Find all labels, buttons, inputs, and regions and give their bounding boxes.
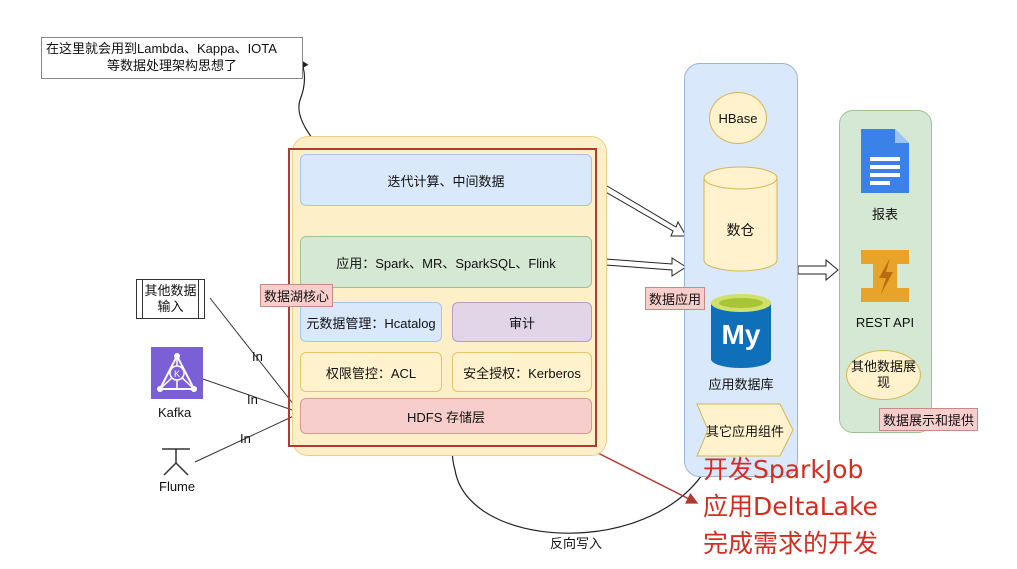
line-other-to-hdfs bbox=[209, 297, 299, 411]
other-display-line-1: 其他数据展 bbox=[850, 359, 916, 374]
hollow-arrow-to-show bbox=[797, 258, 839, 282]
report-label: 报表 bbox=[871, 206, 898, 222]
compute-engines-box: 应用：Spark、MR、SparkSQL、Flink bbox=[300, 236, 592, 288]
data-display-tag: 数据展示和提供 bbox=[879, 408, 979, 431]
handwritten-annotation: 开发SparkJob 应用DeltaLake 完成需求的开发 bbox=[703, 451, 878, 562]
other-component-shape bbox=[696, 402, 794, 458]
line-flume-to-hdfs bbox=[194, 413, 299, 463]
note-line-2: 等数据处理架构思想了 bbox=[106, 58, 237, 73]
in-label-other: In bbox=[252, 349, 263, 364]
writeback-label: 反向写入 bbox=[550, 536, 603, 551]
in-label-kafka: In bbox=[247, 392, 258, 407]
in-label-flume: In bbox=[240, 431, 251, 446]
app-database-label: 应用数据库 bbox=[708, 376, 774, 392]
report-doc-icon bbox=[861, 129, 909, 193]
data-application-tag: 数据应用 bbox=[645, 287, 706, 310]
other-input-line-1: 其他数据 bbox=[144, 283, 197, 298]
mysql-logo-text: My bbox=[721, 319, 761, 350]
metadata-management-box: 元数据管理：Hcatalog bbox=[300, 302, 442, 342]
hdfs-storage-box: HDFS 存储层 bbox=[300, 398, 592, 434]
other-input-source: 其他数据 输入 bbox=[136, 279, 205, 319]
other-input-line-2: 输入 bbox=[157, 299, 184, 314]
rest-api-label: REST API bbox=[855, 314, 915, 330]
warehouse-label: 数仓 bbox=[726, 222, 755, 238]
mysql-db-icon bbox=[711, 293, 771, 369]
architecture-note: 在这里就会用到Lambda、Kappa、IOTA 等数据处理架构思想了 bbox=[41, 37, 303, 79]
flume-label: Flume bbox=[159, 479, 196, 494]
annotation-line-1: 开发SparkJob bbox=[703, 455, 864, 484]
rest-api-icon bbox=[857, 248, 913, 304]
security-auth-box: 安全授权：Kerberos bbox=[452, 352, 592, 392]
note-line-1: 在这里就会用到Lambda、Kappa、IOTA bbox=[46, 41, 277, 56]
warehouse-cylinder bbox=[703, 166, 778, 272]
other-component-label: 其它应用组件 bbox=[705, 423, 784, 439]
audit-box: 审计 bbox=[452, 302, 592, 342]
annotation-line-2: 应用DeltaLake bbox=[703, 492, 878, 521]
red-annotation-arrow bbox=[591, 449, 699, 504]
other-display-node: 其他数据展 现 bbox=[846, 350, 921, 400]
access-control-box: 权限管控：ACL bbox=[300, 352, 442, 392]
kafka-label: Kafka bbox=[158, 405, 192, 420]
iteration-compute-box: 迭代计算、中间数据 bbox=[300, 154, 592, 206]
data-lake-core-tag: 数据湖核心 bbox=[260, 284, 334, 307]
annotation-line-3: 完成需求的开发 bbox=[703, 529, 879, 558]
flume-icon bbox=[160, 447, 192, 477]
line-kafka-to-hdfs bbox=[199, 377, 299, 413]
other-display-line-2: 现 bbox=[876, 375, 890, 390]
svg-text:K: K bbox=[174, 369, 180, 379]
kafka-icon: K bbox=[151, 347, 203, 399]
hbase-node: HBase bbox=[709, 92, 767, 144]
